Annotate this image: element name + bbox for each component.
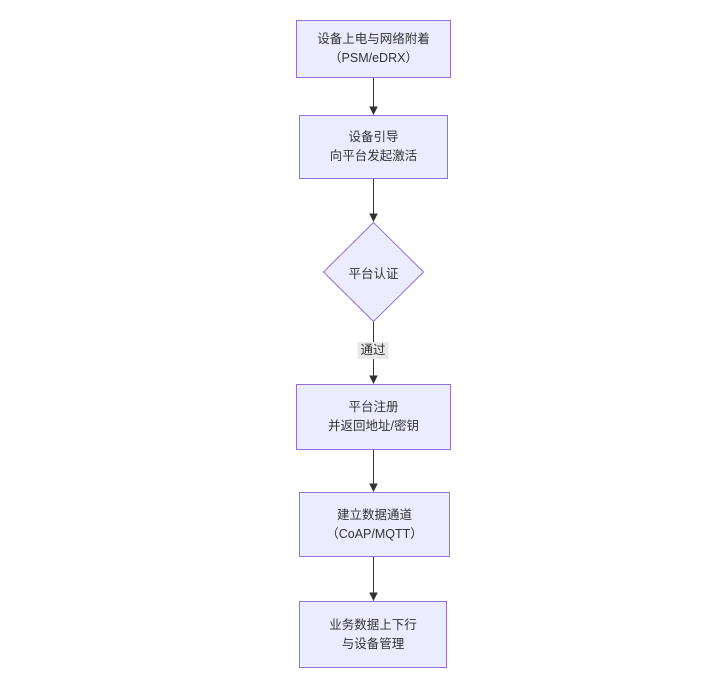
node-text: 设备引导 <box>348 130 399 144</box>
node-text: （PSM/eDRX） <box>329 51 418 65</box>
arrowhead-5 <box>369 592 378 601</box>
node-text: 平台注册 <box>348 400 399 414</box>
edge-label-pass: 通过 <box>357 342 389 359</box>
node-text: 设备上电与网络附着 <box>317 32 430 46</box>
node-text: （CoAP/MQTT） <box>326 526 423 541</box>
node-data-channel: 建立数据通道 （CoAP/MQTT） <box>299 492 450 557</box>
arrowhead-3 <box>369 375 378 384</box>
arrowhead-1 <box>369 106 378 115</box>
node-bootstrap: 设备引导 向平台发起激活 <box>299 115 448 179</box>
node-business-mgmt: 业务数据上下行 与设备管理 <box>299 601 447 668</box>
node-platform-auth: 平台认证 <box>322 221 425 323</box>
node-text: 平台认证 <box>348 266 399 281</box>
node-text: 建立数据通道 <box>336 507 412 522</box>
node-text: 业务数据上下行 <box>329 617 417 632</box>
node-register: 平台注册 并返回地址/密钥 <box>296 384 451 450</box>
node-text: 并返回地址/密钥 <box>328 419 419 433</box>
arrowhead-2 <box>369 213 378 222</box>
node-text: 向平台发起激活 <box>329 149 418 163</box>
node-text: 与设备管理 <box>341 636 405 651</box>
node-power-attach: 设备上电与网络附着 （PSM/eDRX） <box>296 20 451 78</box>
arrowhead-4 <box>369 483 378 492</box>
diamond-shape <box>322 221 425 323</box>
